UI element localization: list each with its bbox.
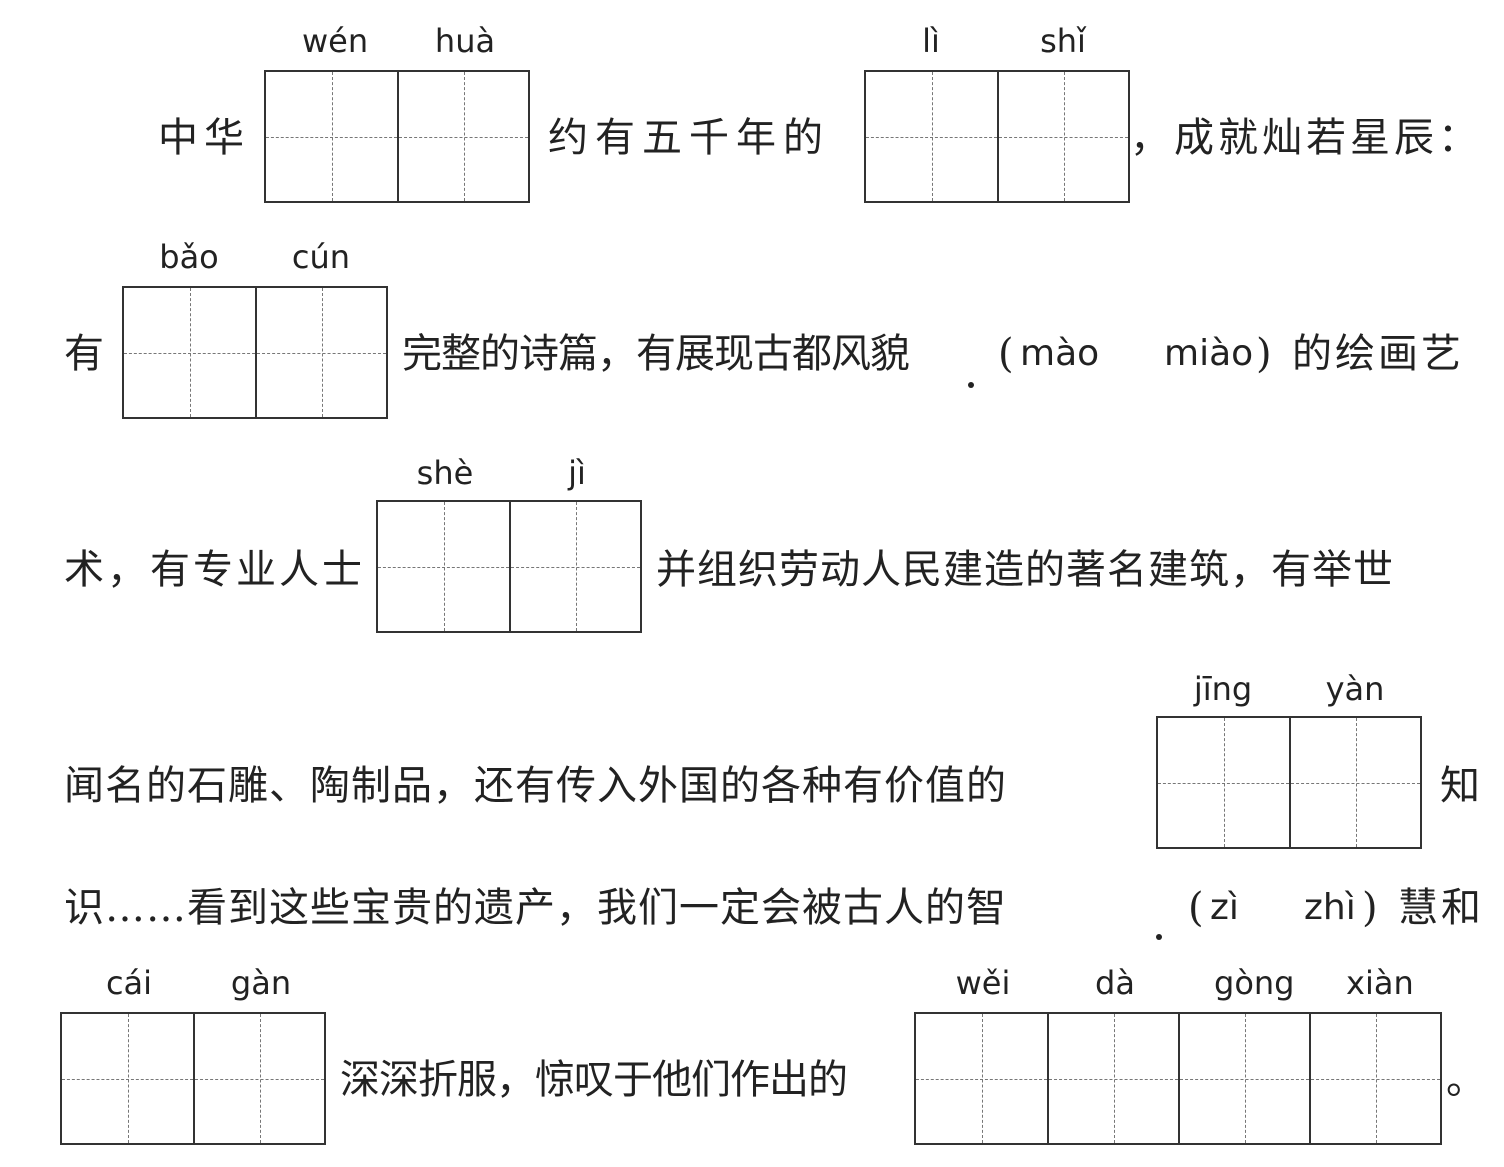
char-cell[interactable] [1047,1014,1178,1143]
pinyin-cun: cún [291,238,351,276]
char-cell[interactable] [1289,718,1420,847]
pinyin-gan: gàn [230,964,292,1002]
pinyin-da: dà [1095,964,1135,1002]
char-cell[interactable] [997,72,1128,201]
pinyin-wen: wén [302,22,369,60]
line3-lead-text: 术，有专业人士 [64,547,365,593]
line1-middle-text: 约有五千年的 [548,115,830,161]
answer-box-baocun[interactable] [122,286,388,419]
line2-lead-text: 有 [64,331,104,377]
line6-middle-text: 深深折服，惊叹于他们作出的 [340,1057,848,1103]
paren-close: ) [1256,331,1272,377]
line1-lead-text: 中华 [158,115,250,161]
answer-box-jingyan[interactable] [1156,716,1422,849]
char-cell[interactable] [1309,1014,1440,1143]
pinyin-li: lì [922,22,940,60]
line5-text: 识……看到这些宝贵的遗产，我们一定会被古人的智 [64,885,1007,931]
char-cell[interactable] [124,288,255,417]
option-zhi[interactable]: zhì [1304,887,1356,928]
answer-box-wenhua[interactable] [264,70,530,203]
char-cell[interactable] [378,502,509,631]
line2-text: 完整的诗篇，有展现古都风貌 [402,331,910,377]
char-cell[interactable] [866,72,997,201]
paren-close: ) [1362,885,1378,931]
line3-tail-text: 并组织劳动人民建造的著名建筑，有举世 [656,547,1394,593]
char-cell[interactable] [397,72,528,201]
char-cell[interactable] [1158,718,1289,847]
pinyin-bao: bǎo [159,238,219,276]
answer-box-weidagongxian[interactable] [914,1012,1442,1145]
pinyin-she: shè [416,454,474,492]
pinyin-ji: jì [568,454,586,492]
emphasis-dot [1156,934,1162,940]
line6-end-punct: 。 [1446,1057,1486,1103]
paren-open: ( [1188,885,1204,931]
line2-tail-text: 的绘画艺 [1292,331,1464,377]
paren-open: ( [998,331,1014,377]
line4-text: 闻名的石雕、陶制品，还有传入外国的各种有价值的 [64,763,1007,809]
option-mao[interactable]: mào [1020,333,1100,374]
char-cell[interactable] [255,288,386,417]
option-zi[interactable]: zì [1210,887,1239,928]
option-miao[interactable]: miào [1164,333,1254,374]
pinyin-cai: cái [105,964,153,1002]
pinyin-yan: yàn [1325,670,1385,708]
char-cell[interactable] [1178,1014,1309,1143]
char-cell[interactable] [916,1014,1047,1143]
answer-box-sheji[interactable] [376,500,642,633]
pinyin-gong: gòng [1214,964,1295,1002]
emphasis-dot [968,382,974,388]
answer-box-caigan[interactable] [60,1012,326,1145]
char-cell[interactable] [266,72,397,201]
pinyin-xian: xiàn [1346,964,1414,1002]
char-cell[interactable] [509,502,640,631]
answer-box-lishi[interactable] [864,70,1130,203]
pinyin-wei: wěi [955,964,1011,1002]
line5-tail-text: 慧和 [1398,885,1484,931]
line1-tail-text: ，成就灿若星辰： [1130,115,1482,161]
line4-tail-text: 知 [1440,763,1480,809]
pinyin-jing: jīng [1193,670,1253,708]
char-cell[interactable] [62,1014,193,1143]
pinyin-hua: huà [434,22,496,60]
pinyin-shi: shǐ [1040,22,1086,60]
char-cell[interactable] [193,1014,324,1143]
